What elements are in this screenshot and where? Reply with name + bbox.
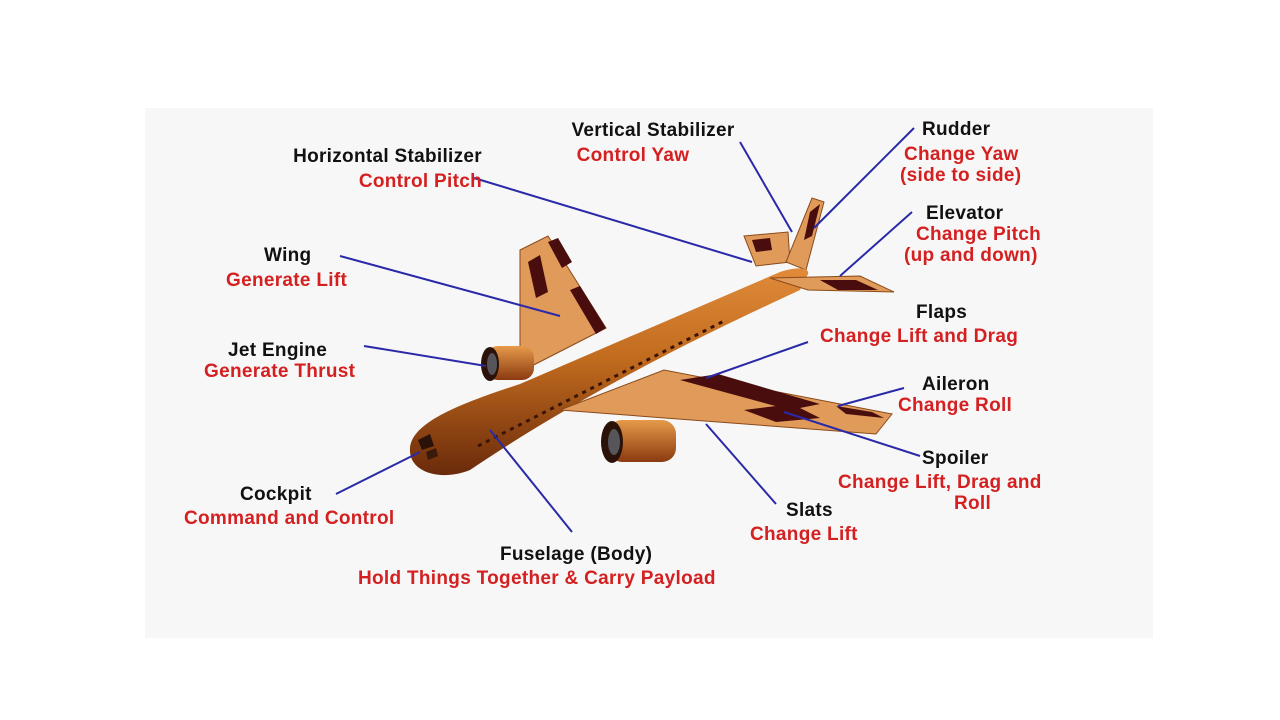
label-rudder: Rudder Change Yaw (side to side) xyxy=(900,119,1080,186)
part-name: Jet Engine xyxy=(228,340,328,361)
part-function: Control Pitch xyxy=(358,171,482,192)
rudder-surface xyxy=(804,204,820,240)
leader-line-horizontal-stabilizer xyxy=(473,177,753,263)
cockpit-windshield xyxy=(418,434,434,450)
right-wing-aileron xyxy=(836,406,884,418)
leader-line-rudder xyxy=(813,127,915,229)
fuselage xyxy=(409,268,809,476)
part-function-detail: Roll xyxy=(954,493,992,514)
part-name: Aileron xyxy=(922,374,990,395)
cockpit-window xyxy=(426,448,438,460)
part-function: Change Lift xyxy=(750,524,858,545)
part-function: Control Yaw xyxy=(576,145,690,166)
leader-line-jet-engine xyxy=(363,345,487,367)
part-name: Vertical Stabilizer xyxy=(571,120,735,141)
leader-line-vertical-stabilizer xyxy=(739,141,793,233)
label-flaps: Flaps Change Lift and Drag xyxy=(820,302,1090,347)
label-vertical-stabilizer: Vertical Stabilizer Control Yaw xyxy=(540,120,766,166)
part-function-detail: (side to side) xyxy=(900,165,1022,186)
leader-line-slats xyxy=(705,423,777,505)
part-name: Horizontal Stabilizer xyxy=(293,146,482,167)
part-function: Generate Lift xyxy=(226,270,348,291)
part-function-detail: (up and down) xyxy=(904,245,1038,266)
part-name: Fuselage (Body) xyxy=(500,544,653,565)
label-wing: Wing Generate Lift xyxy=(226,245,396,291)
right-engine xyxy=(601,420,676,463)
left-wing-aileron xyxy=(548,238,572,268)
leader-line-elevator xyxy=(839,211,913,277)
part-function: Generate Thrust xyxy=(204,361,356,382)
part-name: Wing xyxy=(264,245,312,266)
part-function: Change Lift, Drag and xyxy=(838,472,1042,493)
right-elevator-surface xyxy=(820,280,878,290)
label-cockpit: Cockpit Command and Control xyxy=(184,484,464,529)
diagram-panel xyxy=(145,108,1153,638)
leader-line-spoiler xyxy=(783,411,921,457)
right-wing-flap xyxy=(680,374,820,410)
label-slats: Slats Change Lift xyxy=(750,500,900,545)
left-engine xyxy=(481,346,534,381)
part-name: Elevator xyxy=(926,203,1004,224)
part-function: Change Pitch xyxy=(916,224,1042,245)
left-wing-flap xyxy=(570,286,606,334)
label-horizontal-stabilizer: Horizontal Stabilizer Control Pitch xyxy=(230,146,482,192)
label-jet-engine: Jet Engine Generate Thrust xyxy=(204,340,404,382)
window-row xyxy=(477,318,727,448)
part-function: Change Lift and Drag xyxy=(820,326,1019,347)
label-spoiler: Spoiler Change Lift, Drag and Roll xyxy=(838,448,1106,514)
leader-line-cockpit xyxy=(335,451,421,495)
leader-line-fuselage xyxy=(489,429,573,533)
part-name: Cockpit xyxy=(240,484,312,505)
label-elevator: Elevator Change Pitch (up and down) xyxy=(904,203,1104,266)
part-name: Spoiler xyxy=(922,448,989,469)
part-name: Slats xyxy=(786,500,833,521)
part-name: Rudder xyxy=(922,119,991,140)
part-function: Change Yaw xyxy=(904,144,1019,165)
part-name: Flaps xyxy=(916,302,968,323)
leader-line-wing xyxy=(339,255,561,317)
leader-line-aileron xyxy=(837,387,905,407)
part-function: Hold Things Together & Carry Payload xyxy=(358,568,716,589)
horizontal-stabilizer-elevator xyxy=(752,238,772,252)
left-wing-slat xyxy=(528,255,548,298)
label-aileron: Aileron Change Roll xyxy=(898,374,1078,416)
part-function: Change Roll xyxy=(898,395,1013,416)
part-function: Command and Control xyxy=(184,508,395,529)
leader-line-flaps xyxy=(705,341,809,379)
label-fuselage: Fuselage (Body) Hold Things Together & C… xyxy=(358,544,828,589)
airplane xyxy=(409,197,895,476)
